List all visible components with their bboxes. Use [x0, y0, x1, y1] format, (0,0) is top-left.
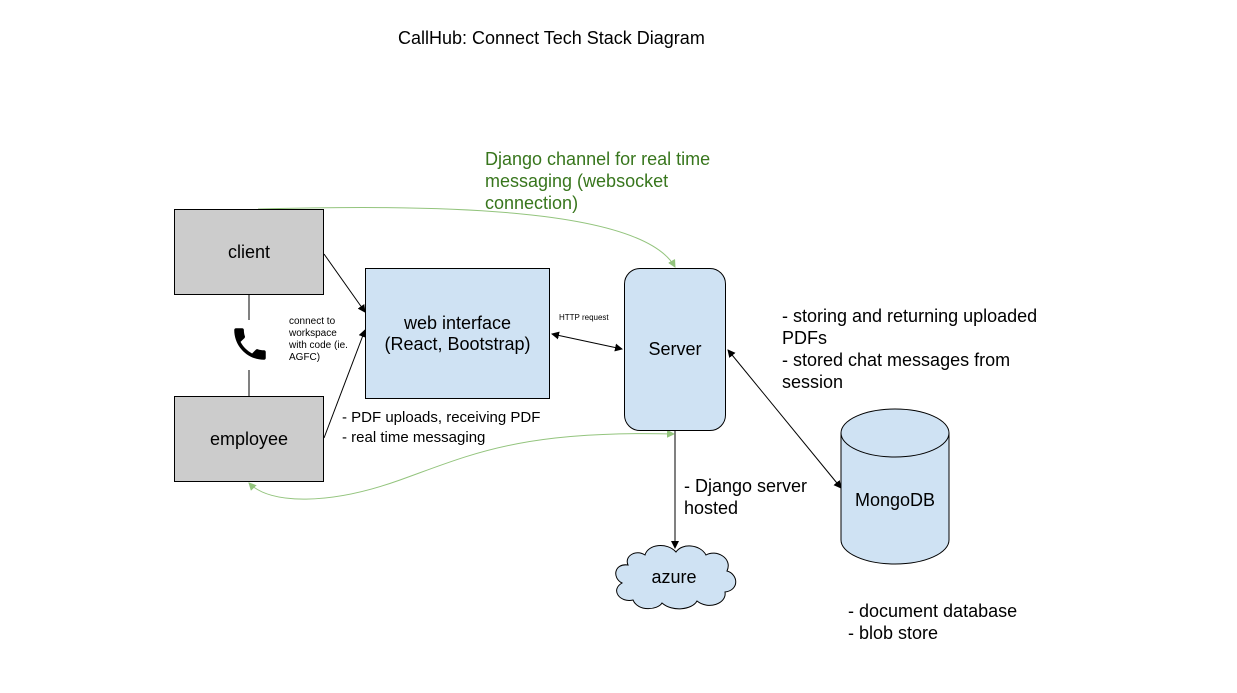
server-storage-annotation: - storing and returning uploaded PDFs - … [782, 306, 1038, 392]
azure-cloud [615, 545, 737, 610]
web-interface-label: web interface [403, 312, 512, 333]
websocket-annotation: Django channel for real time messaging (… [485, 149, 711, 213]
mongodb-cylinder [840, 408, 950, 565]
websocket-client-server-curve [257, 207, 676, 268]
web-interface-node: web interface (React, Bootstrap) [365, 268, 550, 399]
db-features-annotation: - document database - blob store [848, 601, 1018, 643]
websocket-server-employee-curve [248, 429, 675, 500]
django-hosted-annotation: - Django server hosted [684, 476, 808, 518]
employee-node: employee [174, 396, 324, 482]
phone-icon [234, 328, 266, 360]
server-mongodb-arrow [727, 349, 842, 489]
web-features-annotation: - PDF uploads, receiving PDF - real time… [342, 409, 541, 446]
client-to-web-arrow [323, 253, 366, 313]
client-label: client [227, 241, 271, 262]
employee-to-web-arrow [323, 329, 367, 439]
http-request-arrow [551, 331, 623, 352]
http-request-label: HTTP request [559, 313, 609, 322]
connect-workspace-annotation: connect to workspace with code (ie. AGFC… [289, 316, 348, 363]
web-interface-tech-label: (React, Bootstrap) [384, 333, 531, 354]
mongodb-label: MongoDB [854, 490, 936, 510]
server-node: Server [624, 268, 726, 431]
server-label: Server [648, 339, 702, 359]
client-node: client [174, 209, 324, 295]
diagram-title: CallHub: Connect Tech Stack Diagram [398, 28, 705, 48]
employee-label: employee [209, 428, 289, 449]
azure-label: azure [651, 567, 697, 587]
